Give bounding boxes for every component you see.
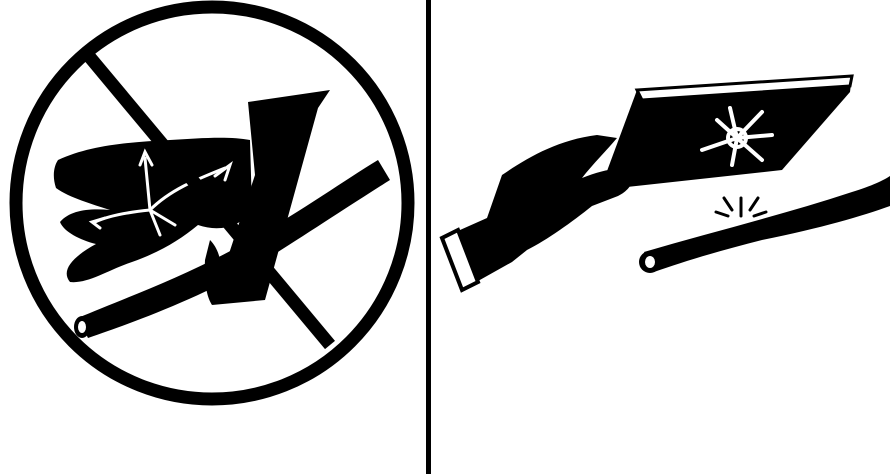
panel-prohibited (0, 0, 426, 474)
prohibited-illustration (0, 0, 426, 474)
panel-divider (426, 0, 431, 474)
recommended-illustration (432, 0, 890, 474)
hose-icon (639, 176, 890, 273)
panel-recommended (432, 0, 890, 474)
card-icon (600, 76, 852, 190)
gloved-hand-icon (442, 135, 632, 290)
spray-icon (716, 198, 766, 216)
